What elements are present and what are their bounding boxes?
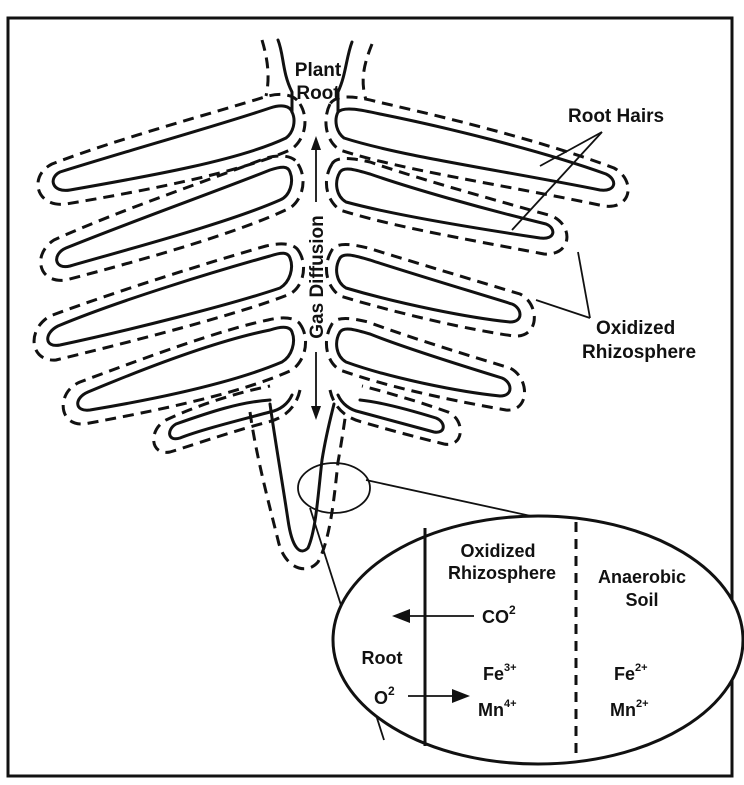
root-hairs-pointer-2: [512, 132, 602, 230]
inset-root-label: Root: [362, 648, 403, 668]
zoom-source-ellipse: [298, 463, 370, 513]
inset-oxidized-line2: Rhizosphere: [448, 563, 556, 583]
oxidized-rhizosphere-label-line2: Rhizosphere: [582, 342, 696, 363]
plant-root-label-line2: Root: [296, 83, 340, 104]
inset-anaerobic-line2: Soil: [625, 590, 658, 610]
inset-detail: Oxidized Rhizosphere Anaerobic Soil Root…: [333, 516, 743, 764]
inset-ellipse: [333, 516, 743, 764]
inset-oxidized-line1: Oxidized: [460, 541, 535, 561]
root-hairs-label: Root Hairs: [568, 106, 664, 127]
zoom-connector-top: [366, 480, 540, 518]
plant-root-label-line1: Plant: [295, 60, 342, 81]
rhizosphere-pointer-1: [578, 252, 590, 318]
right-root-hairs: [336, 109, 614, 432]
rhizosphere-pointer-2: [536, 300, 590, 318]
inset-anaerobic-line1: Anaerobic: [598, 567, 686, 587]
oxidized-rhizosphere-label-line1: Oxidized: [596, 318, 675, 339]
gas-diffusion-label: Gas Diffusion: [307, 215, 328, 339]
